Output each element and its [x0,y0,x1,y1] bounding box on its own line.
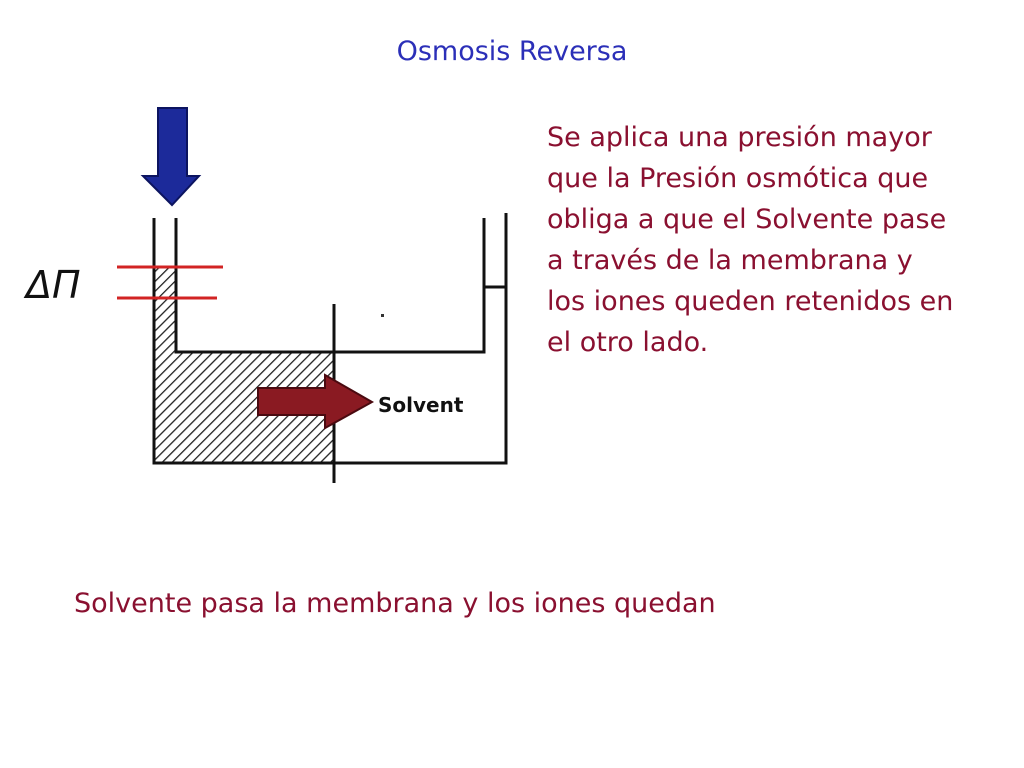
pressure-arrow-icon [140,107,202,207]
caption-text: Solvente pasa la membrana y los iones qu… [74,588,716,619]
description-line: Se aplica una presión mayor [547,122,932,153]
speck [381,314,384,317]
description-text: Se aplica una presión mayor que la Presi… [547,117,1017,363]
vessel-outline [152,213,508,465]
slide-title: Osmosis Reversa [396,36,628,67]
description-line: los iones queden retenidos en [547,286,954,317]
level-lines [117,265,223,300]
solvent-label: Solvent [378,393,464,417]
description-line: el otro lado. [547,327,709,358]
solvent-arrow-icon [257,373,375,430]
description-line: a través de la membrana y [547,245,913,276]
description-line: obliga a que el Solvente pase [547,204,947,235]
delta-pi-label: ΔΠ [23,263,81,307]
description-line: que la Presión osmótica que [547,163,929,194]
